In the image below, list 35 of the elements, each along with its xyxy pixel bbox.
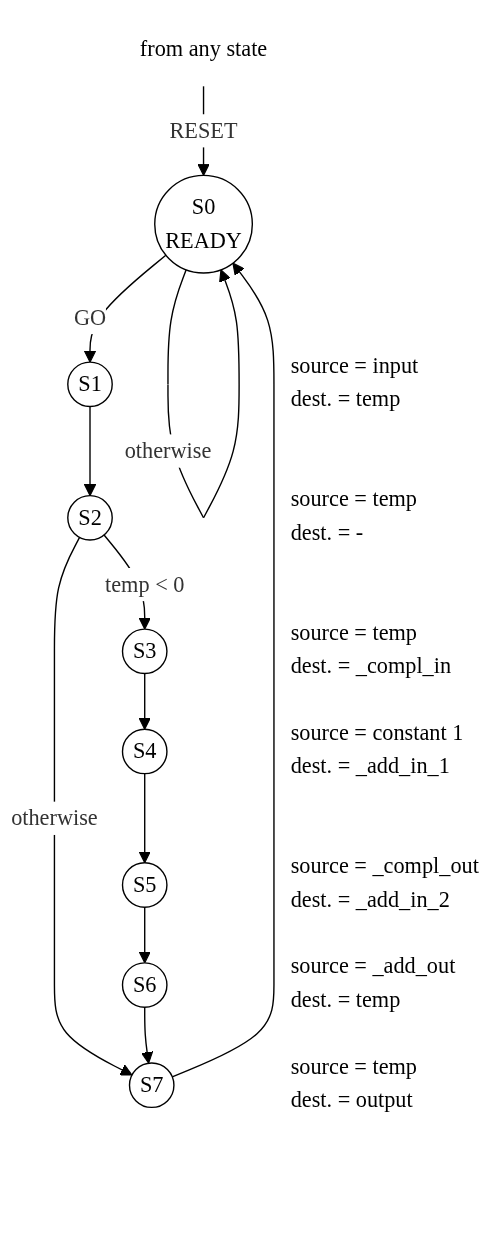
state-note: source = constant 1 — [290, 719, 464, 745]
state-note: dest. = output — [290, 1087, 413, 1112]
state-note: source = input — [290, 352, 419, 378]
node-circle: S1 — [67, 361, 113, 408]
state-note: source = _compl_out — [290, 853, 479, 879]
edge-label: temp < 0 — [105, 572, 185, 596]
arrow — [138, 672, 151, 730]
arrow — [141, 1006, 154, 1064]
node-circle: S0 READY — [154, 174, 254, 274]
state-note: dest. = - — [290, 519, 364, 545]
arrow — [138, 906, 151, 964]
node-circle: S6 — [121, 962, 168, 1008]
node-circle: S5 — [121, 862, 168, 908]
state-note: dest. = temp — [290, 986, 401, 1012]
arrow — [138, 772, 151, 864]
arrow — [171, 262, 275, 1078]
state-note: dest. = _add_in_1 — [290, 753, 450, 779]
node-text: from any state — [139, 36, 268, 60]
state-note: source = temp — [290, 619, 417, 645]
state-note: source = temp — [290, 486, 417, 512]
arrow — [53, 536, 133, 1076]
edge-label: GO — [73, 305, 107, 329]
state-note: source = temp — [290, 1053, 417, 1079]
edge-label: RESET — [169, 118, 238, 142]
state-note: dest. = temp — [290, 386, 401, 412]
edge-label: otherwise — [124, 438, 212, 463]
arrow — [83, 405, 97, 497]
state-note: dest. = _add_in_2 — [290, 886, 450, 912]
state-note: dest. = _compl_in — [290, 653, 452, 679]
node-circle: S7 — [128, 1062, 175, 1109]
state-note: source = _add_out — [290, 953, 456, 979]
node-circle: S4 — [121, 728, 168, 775]
node-circle: S2 — [67, 494, 113, 541]
edge-label: otherwise — [11, 805, 98, 830]
node-circle: S3 — [121, 628, 168, 675]
